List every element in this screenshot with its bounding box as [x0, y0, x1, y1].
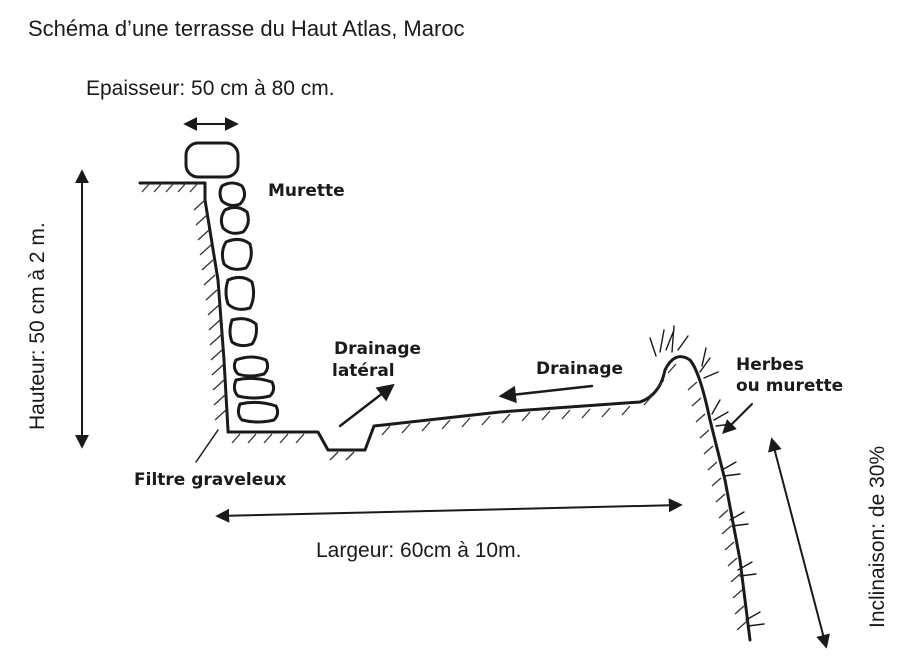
width-label: Largeur: 60cm à 10m. — [316, 539, 521, 562]
herbes-label-line2: ou murette — [736, 376, 843, 396]
ground-hatch — [231, 363, 677, 461]
height-label: Hauteur: 50 cm à 2 m. — [26, 222, 49, 430]
drainage-arrow — [498, 384, 594, 404]
stone — [224, 275, 256, 311]
herbes-label-line1: Herbes — [736, 355, 804, 375]
diagram-title: Schéma d’une terrasse du Haut Atlas, Mar… — [28, 16, 465, 41]
stone — [232, 376, 276, 400]
terrace-profile — [226, 355, 752, 642]
stone — [236, 400, 280, 424]
drainage-label: Drainage — [536, 359, 623, 379]
lateral-drainage-label-line2: latéral — [332, 361, 395, 381]
grass-tufts — [649, 325, 765, 627]
murette-stones — [184, 141, 280, 424]
stone — [220, 237, 253, 271]
lateral-drainage-label-line1: Drainage — [334, 339, 421, 359]
stone — [218, 181, 247, 207]
wall-hatch — [141, 182, 227, 421]
stone-cap — [184, 141, 240, 179]
width-arrow — [215, 498, 683, 523]
lateral-drainage-arrow — [338, 383, 395, 428]
stone — [232, 355, 270, 378]
slope-hatch — [687, 381, 747, 631]
herbes-pointer-arrow — [722, 403, 753, 434]
upper-ground-and-wall-face — [138, 181, 230, 432]
gravel-filter-label: Filtre graveleux — [134, 470, 286, 490]
thickness-label: Epaisseur: 50 cm à 80 cm. — [86, 77, 335, 100]
stone — [219, 205, 250, 235]
murette-label: Murette — [268, 181, 345, 201]
gravel-filter-pointer — [195, 429, 219, 463]
stone — [228, 317, 258, 348]
inclination-arrow — [768, 437, 830, 649]
inclination-label: Inclinaison: de 30% — [866, 446, 889, 628]
